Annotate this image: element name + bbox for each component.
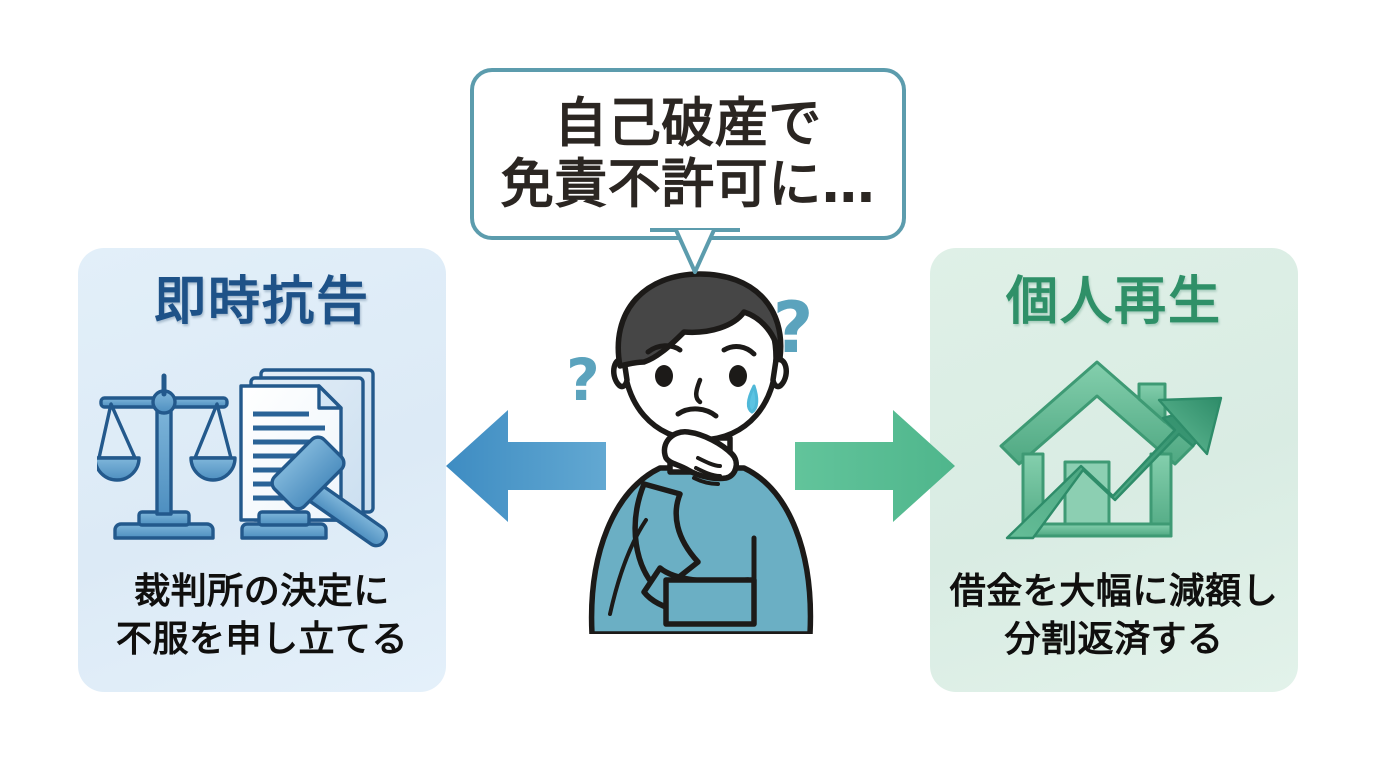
svg-text:?: ? — [566, 346, 600, 414]
panel-title-personal-rehabilitation: 個人再生 — [1005, 272, 1222, 332]
bubble-line-2: 免責不許可に… — [500, 154, 876, 215]
scales-documents-gavel-icon — [78, 352, 446, 552]
panel-caption-immediate-appeal: 裁判所の決定に 不服を申し立てる — [78, 568, 446, 664]
caption-line-1: 借金を大幅に減額し — [949, 571, 1279, 613]
panel-caption-personal-rehabilitation: 借金を大幅に減額し 分割返済する — [930, 568, 1298, 664]
house-growth-arrow-icon — [930, 352, 1298, 552]
question-mark-left-icon: ? — [566, 346, 600, 414]
panel-title-immediate-appeal: 即時抗告 — [153, 272, 370, 332]
caption-line-2: 分割返済する — [1004, 619, 1224, 661]
caption-line-2: 不服を申し立てる — [115, 619, 408, 661]
speech-bubble-tail — [650, 228, 740, 274]
arrow-left-icon — [446, 410, 606, 522]
caption-line-1: 裁判所の決定に — [134, 571, 390, 613]
worried-man-thinking-illustration — [588, 271, 814, 634]
bubble-line-1: 自己破産で — [554, 92, 822, 154]
panel-personal-rehabilitation: 個人再生 — [930, 248, 1298, 692]
panel-immediate-appeal: 即時抗告 — [78, 248, 446, 692]
speech-bubble: 自己破産で 免責不許可に… — [470, 68, 906, 240]
arrow-right-icon — [795, 410, 955, 522]
